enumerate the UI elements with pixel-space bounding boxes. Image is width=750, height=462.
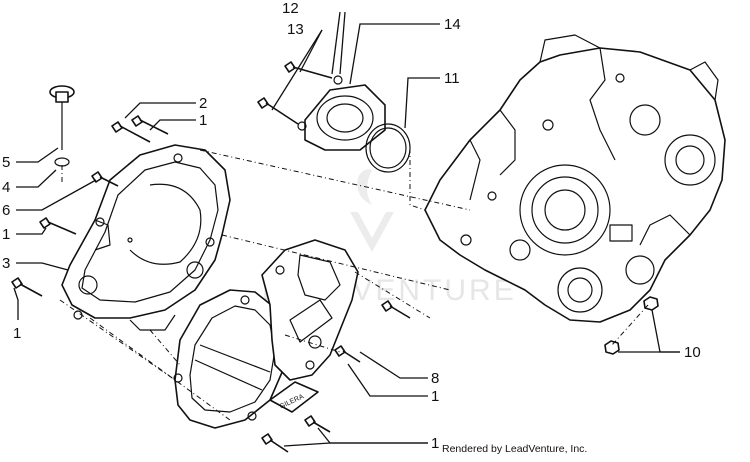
- generator-cover: [173, 289, 286, 429]
- rendered-by-credit: Rendered by LeadVenture, Inc.: [442, 443, 587, 455]
- callout-5: 5: [2, 154, 10, 171]
- callout-1-middle: 1: [431, 388, 439, 405]
- callout-12: 12: [282, 0, 299, 17]
- callout-labels: 12 13 14 11 2 1 5 4 6 1 3 1 8 1 10 1: [2, 0, 701, 452]
- callout-11: 11: [444, 70, 460, 87]
- leadventure-logo-icon: [350, 169, 394, 252]
- inspection-cover: [304, 84, 386, 151]
- callout-13: 13: [287, 21, 304, 38]
- callout-6: 6: [2, 202, 10, 219]
- callout-1-bottom: 1: [431, 435, 439, 452]
- alignment-lines: [59, 148, 649, 421]
- clutch-cover: [61, 144, 231, 331]
- callout-14: 14: [444, 16, 461, 33]
- inner-cover-plate: [261, 239, 359, 381]
- callout-1-bottom-left: 1: [13, 325, 21, 342]
- oil-filler-cap: [49, 85, 75, 167]
- brand-badge: GILERA: [269, 381, 319, 413]
- callout-1-left: 1: [2, 226, 10, 243]
- callout-2: 2: [199, 95, 207, 112]
- screws: [11, 61, 659, 453]
- callout-4: 4: [2, 179, 10, 196]
- callout-10: 10: [684, 344, 701, 361]
- callout-8: 8: [431, 370, 439, 387]
- leader-lines: [13, 11, 680, 447]
- callout-1-top: 1: [199, 112, 207, 129]
- crankcase-half: [424, 34, 726, 323]
- callout-3: 3: [2, 255, 10, 272]
- o-ring: [365, 123, 411, 173]
